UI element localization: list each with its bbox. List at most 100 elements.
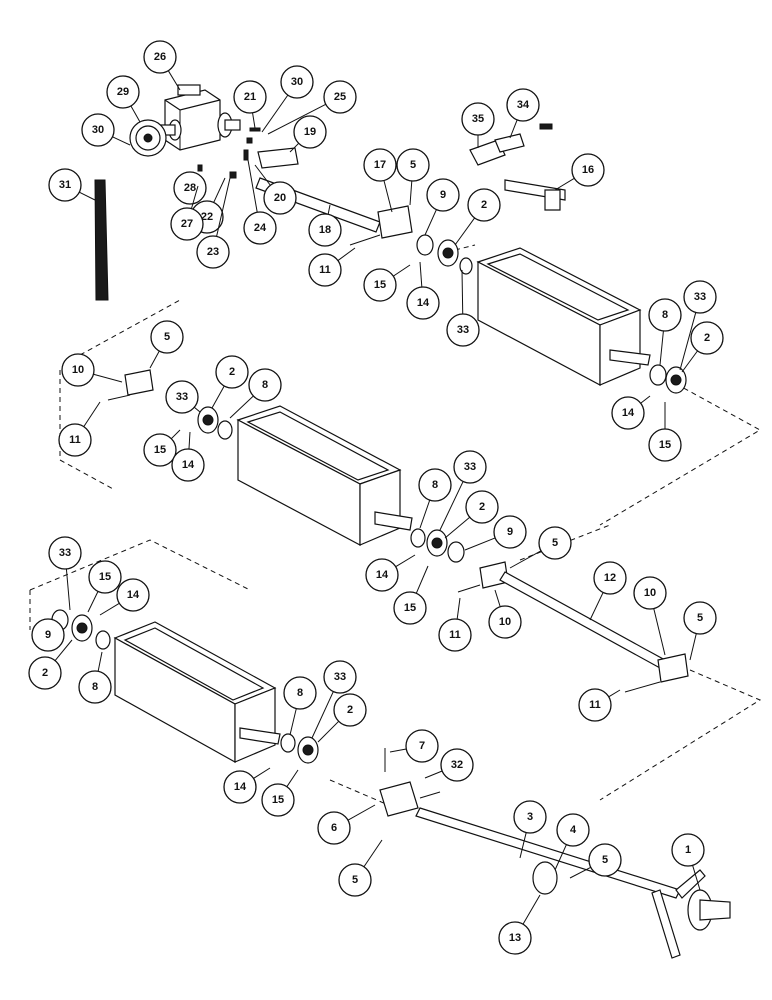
callout-number: 15 [99, 571, 111, 583]
callout-leader-line [461, 269, 464, 315]
callout-leader-line [383, 180, 393, 213]
callout-circle [578, 688, 612, 722]
callout-circle [363, 268, 397, 302]
callout-circle [363, 148, 397, 182]
callout-15: 15 [143, 429, 181, 467]
callout-circle [453, 450, 487, 484]
callout-number: 22 [201, 211, 213, 223]
callout-leader-line [692, 865, 701, 891]
callout-number: 2 [704, 332, 710, 344]
callout-number: 16 [582, 164, 594, 176]
bearing-assemblies [51, 234, 687, 764]
callout-31: 31 [48, 168, 96, 202]
callout-leader-line [289, 142, 300, 153]
callout-circle [683, 280, 717, 314]
callout-circle [81, 113, 115, 147]
callout-leader-line [216, 177, 231, 237]
callout-15: 15 [648, 402, 682, 462]
callout-33: 33 [446, 269, 480, 347]
callout-circle [48, 168, 82, 202]
callout-number: 2 [42, 667, 48, 679]
hopper-upper [476, 247, 651, 386]
callout-11: 11 [58, 401, 101, 457]
callout-leader-line [83, 401, 101, 427]
callout-circle [690, 321, 724, 355]
callout-number: 11 [319, 264, 331, 276]
callout-21: 21 [233, 80, 267, 129]
hopper-lower [113, 621, 281, 764]
callout-2: 2 [681, 321, 724, 373]
couplers-and-shafts [124, 369, 689, 683]
callout-number: 33 [176, 391, 188, 403]
callout-2: 2 [28, 639, 73, 690]
callout-circle [648, 428, 682, 462]
callout-leader-line [456, 597, 461, 620]
callout-number: 9 [507, 526, 513, 538]
callout-14: 14 [171, 431, 205, 482]
callout-number: 5 [352, 874, 358, 886]
callout-circle [438, 618, 472, 652]
callout-leader-line [653, 608, 666, 656]
callout-leader-line [494, 589, 501, 607]
callout-circle [406, 286, 440, 320]
callout-circle [671, 833, 705, 867]
callout-20: 20 [254, 164, 297, 215]
callout-leader-line [393, 264, 411, 277]
callout-circle [233, 80, 267, 114]
callout-circle [61, 353, 95, 387]
callout-5: 5 [683, 601, 717, 661]
callout-leader-line [554, 177, 575, 191]
callout-33: 33 [439, 450, 487, 531]
callout-number: 29 [117, 86, 129, 98]
callout-leader-line [363, 839, 383, 868]
callout-circle [648, 298, 682, 332]
callout-circle [633, 576, 667, 610]
callout-number: 26 [154, 51, 166, 63]
callout-leader-line [509, 119, 518, 139]
callout-leader-line [589, 592, 604, 621]
callout-leader-line [419, 261, 423, 288]
callout-circle [333, 693, 367, 727]
callout-circle [513, 800, 547, 834]
callout-number: 21 [244, 91, 256, 103]
callout-33: 33 [165, 380, 201, 414]
callout-number: 14 [417, 297, 430, 309]
callout-24: 24 [243, 159, 277, 245]
callout-33: 33 [48, 536, 82, 611]
callout-number: 5 [552, 537, 558, 549]
callout-number: 8 [92, 681, 98, 693]
callout-circle [323, 80, 357, 114]
callout-number: 2 [481, 199, 487, 211]
callout-number: 14 [234, 781, 247, 793]
callout-number: 10 [72, 364, 84, 376]
callout-number: 6 [331, 822, 337, 834]
callout-circle [493, 515, 527, 549]
callout-number: 15 [272, 794, 284, 806]
callout-5: 5 [396, 148, 430, 206]
callout-30: 30 [81, 113, 131, 147]
callout-leader-line [211, 385, 225, 409]
callout-number: 10 [644, 587, 656, 599]
callout-number: 15 [659, 439, 671, 451]
callout-number: 8 [662, 309, 668, 321]
callout-number: 33 [59, 547, 71, 559]
callout-number: 2 [347, 704, 353, 716]
callout-number: 9 [440, 189, 446, 201]
callout-17: 17 [363, 148, 397, 213]
callout-2: 2 [317, 693, 367, 743]
callout-leader-line [229, 395, 254, 419]
callout-number: 14 [127, 589, 140, 601]
callout-leader-line [289, 708, 297, 736]
callout-number: 5 [164, 331, 170, 343]
callout-leader-line [337, 247, 356, 261]
callout-number: 27 [181, 218, 193, 230]
callout-8: 8 [283, 676, 317, 736]
callout-35: 35 [461, 102, 495, 148]
callout-number: 30 [92, 124, 104, 136]
callout-number: 33 [464, 461, 476, 473]
callout-circle [426, 178, 460, 212]
callout-leader-line [415, 565, 429, 594]
callout-2: 2 [211, 355, 249, 409]
